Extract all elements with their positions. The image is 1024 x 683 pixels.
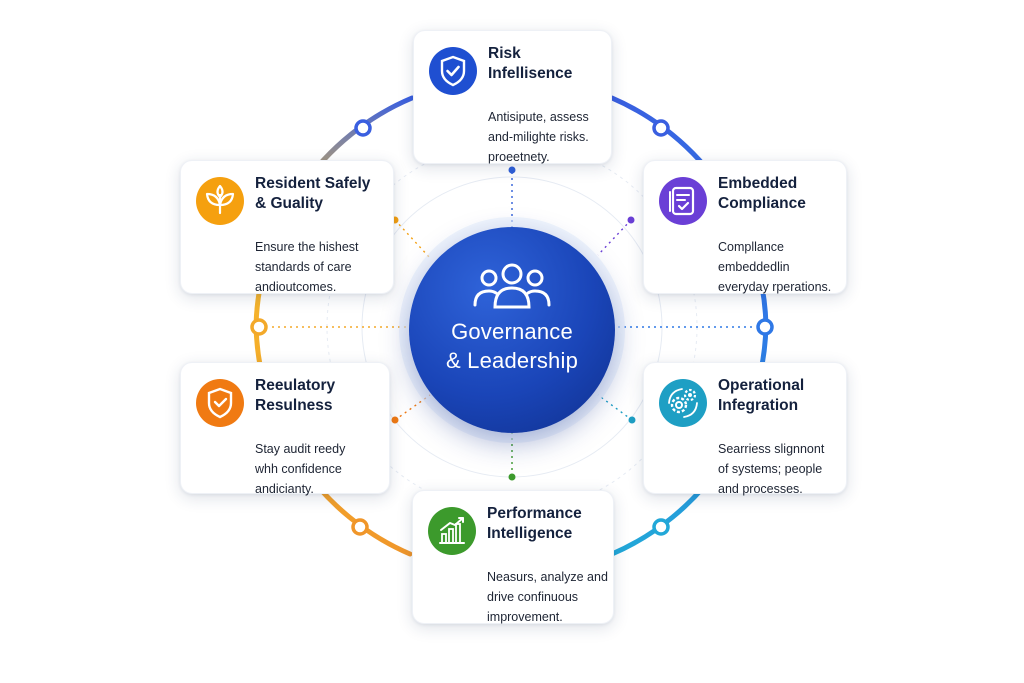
card-performance-intelligence[interactable]: Performance Intelligence Neasurs, analyz…: [412, 490, 614, 624]
card-description: Ensure the hishest standards of care and…: [255, 240, 359, 294]
center-title-line1: Governance: [451, 319, 573, 344]
card-operational-integration[interactable]: Operational Infegration Searriess slignn…: [643, 362, 847, 496]
ring-nodes: [250, 119, 774, 536]
ring-node: [652, 518, 670, 536]
card-description: Antisipute, assess and-milighte risks. p…: [488, 110, 589, 164]
card-resident-safety[interactable]: Resident Safely & Guality Ensure the his…: [180, 160, 394, 294]
leaf-sprout-icon: [194, 175, 246, 227]
card-title: Embedded Compliance: [718, 175, 806, 212]
ring-node: [652, 119, 670, 137]
center-title-line2: & Leadership: [445, 348, 579, 373]
bar-chart-growth-icon: [426, 505, 478, 557]
shield-heart-icon: [194, 377, 246, 429]
card-title: Risk Infellisence: [488, 45, 573, 82]
card-description: Searriess slignnont of systems; people a…: [718, 442, 825, 496]
connector-lines: [272, 172, 752, 476]
card-description: Compllance embeddedlin everyday rperatio…: [718, 240, 832, 294]
card-title: Reeulatory Resulness: [255, 377, 336, 414]
card-description: Neasurs, analyze and drive confinuous im…: [487, 570, 608, 624]
shield-check-icon: [427, 45, 479, 97]
card-description: Stay audit reedy whh confidence andician…: [255, 442, 346, 496]
card-title: Performance Intelligence: [487, 505, 582, 542]
card-risk-intelligence[interactable]: Risk Infellisence Antisipute, assess and…: [413, 30, 612, 164]
center-hub: Governance & Leadership: [409, 227, 615, 433]
card-regulatory-readiness[interactable]: Reeulatory Resulness Stay audit reedy wh…: [180, 362, 390, 496]
card-title: Operational Infegration: [718, 377, 805, 414]
card-embedded-compliance[interactable]: Embedded Compliance Compllance embeddedl…: [643, 160, 847, 294]
ring-node: [756, 318, 774, 336]
ring-node: [354, 119, 372, 137]
people-group-icon: [473, 263, 551, 309]
gears-icon: [657, 377, 709, 429]
document-check-icon: [657, 175, 709, 227]
card-title: Resident Safely & Guality: [255, 175, 371, 212]
ring-node: [351, 518, 369, 536]
ring-node: [250, 318, 268, 336]
